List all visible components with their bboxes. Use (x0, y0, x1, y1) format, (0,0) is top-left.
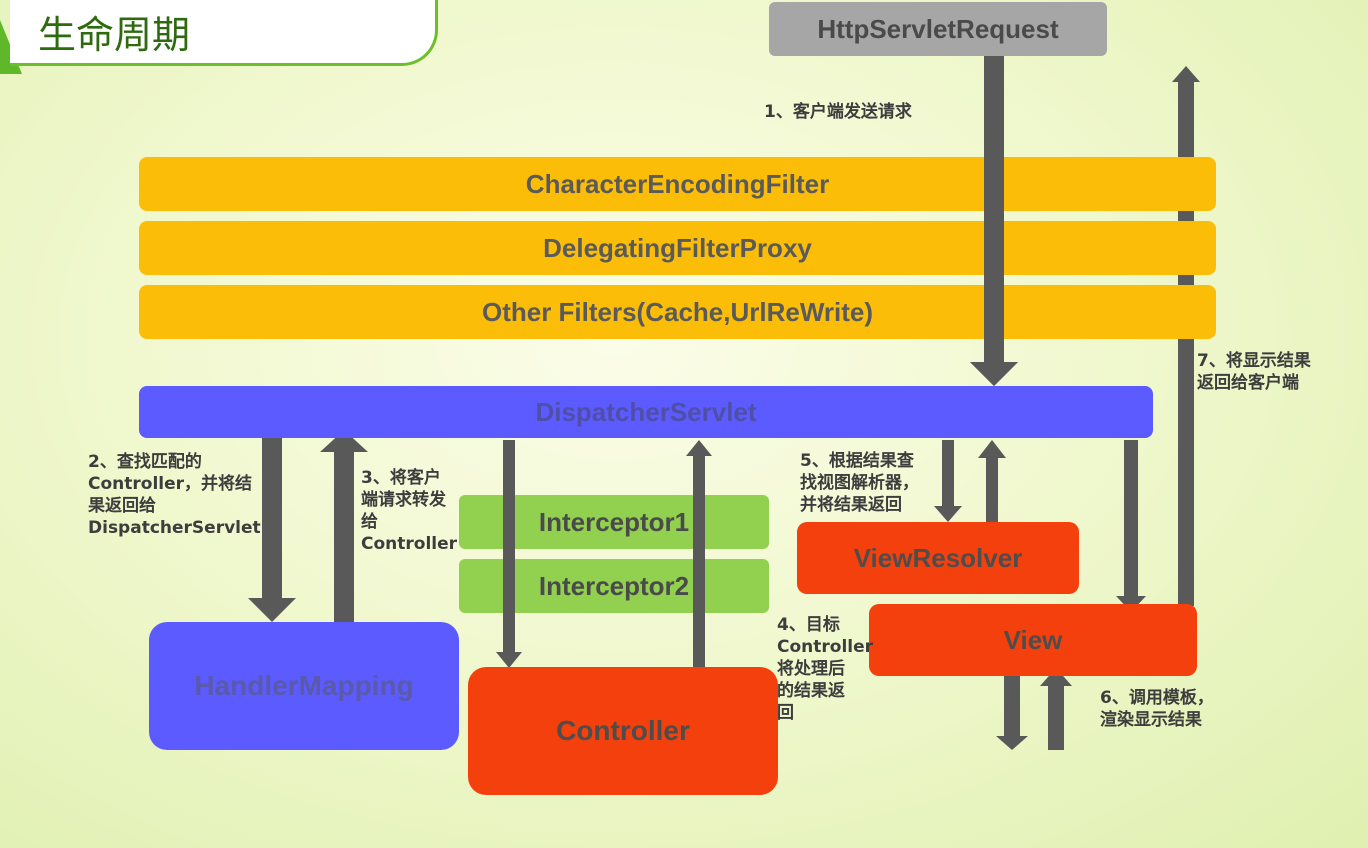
note-step-7: 7、将显示结果 返回给客户端 (1197, 351, 1311, 393)
title-tab: 生命周期 (10, 0, 438, 66)
view-resolver: ViewResolver (797, 522, 1079, 594)
note-step-5: 5、根据结果查 找视图解析器， 并将结果返回 (800, 451, 919, 515)
note-step-1: 1、客户端发送请求 (764, 102, 912, 122)
arrow-view-to-client (1172, 66, 1200, 606)
character-encoding-filter: CharacterEncodingFilter (139, 157, 1216, 211)
view: View (869, 604, 1197, 676)
arrow-dispatcher-to-handlermapping (248, 432, 296, 622)
dispatcher-servlet: DispatcherServlet (139, 386, 1153, 438)
delegating-filter-proxy: DelegatingFilterProxy (139, 221, 1216, 275)
controller: Controller (468, 667, 778, 795)
page-title: 生命周期 (38, 13, 191, 57)
note-step-2: 2、查找匹配的 Controller，并将结 果返回给 DispatcherSe… (88, 452, 261, 538)
arrow-view-to-template (996, 668, 1028, 750)
arrow-handlermapping-to-dispatcher (320, 430, 368, 622)
arrow-template-to-view (1040, 668, 1072, 750)
note-step-4: 4、目标 Controller 将处理后 的结果返 回 (777, 615, 874, 723)
handler-mapping: HandlerMapping (149, 622, 459, 750)
http-servlet-request-node: HttpServletRequest (769, 2, 1107, 56)
arrow-viewresolver-to-dispatcher (978, 440, 1006, 522)
note-step-3: 3、将客户 端请求转发 给 Controller (361, 468, 458, 554)
arrow-dispatcher-to-viewresolver (934, 440, 962, 522)
note-step-6: 6、调用模板， 渲染显示结果 (1100, 688, 1214, 730)
other-filters: Other Filters(Cache,UrlReWrite) (139, 285, 1216, 339)
